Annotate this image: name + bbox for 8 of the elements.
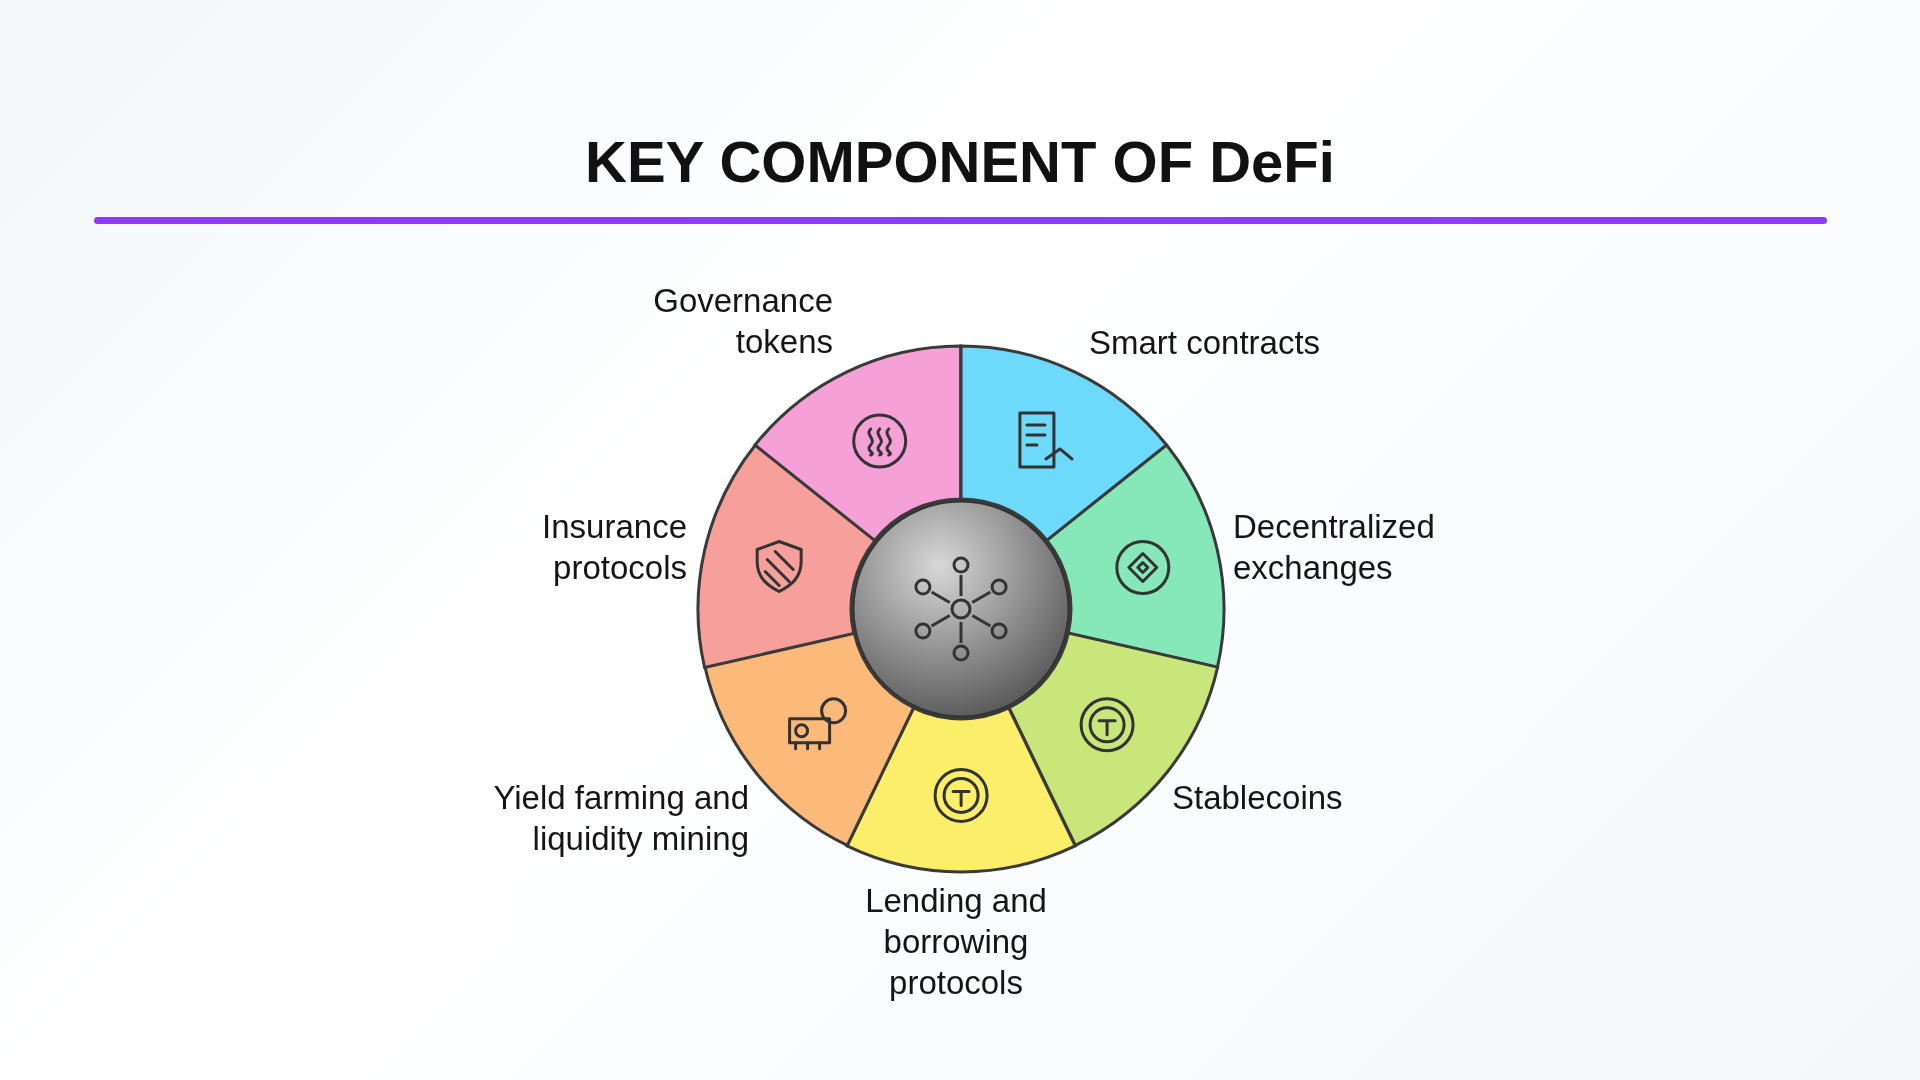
- title: KEY COMPONENT OF DeFi: [584, 128, 1336, 195]
- segment-label: Lending and borrowing protocols: [864, 881, 1048, 1003]
- segment-label: Governance tokens: [652, 281, 833, 362]
- segment-label: Stablecoins: [1172, 778, 1344, 818]
- segment-label: Smart contracts: [1089, 323, 1322, 363]
- segment-label: Insurance protocols: [541, 507, 687, 588]
- segment-label: Decentralized exchanges: [1233, 507, 1436, 588]
- segment-label: Yield farming and liquidity mining: [492, 778, 749, 859]
